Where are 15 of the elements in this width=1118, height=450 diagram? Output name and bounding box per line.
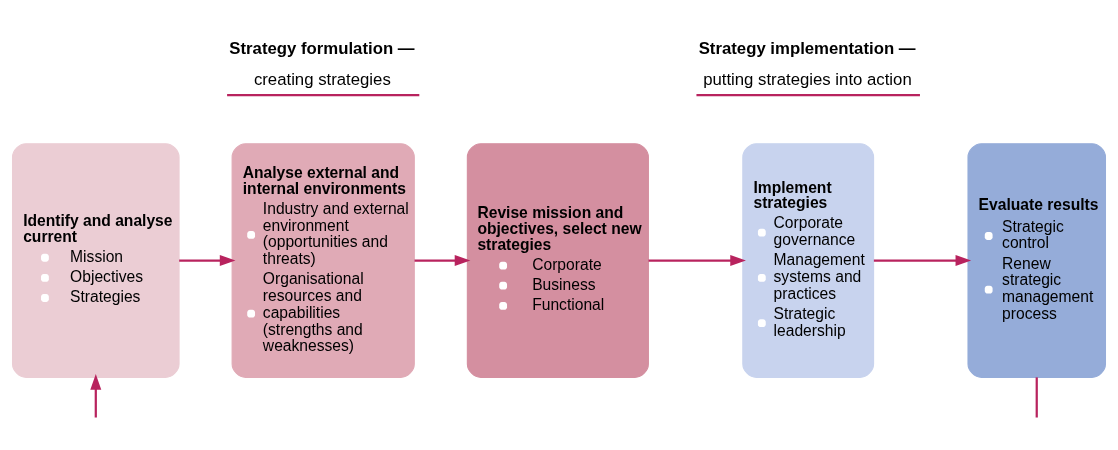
node-box: Evaluate results Strategic control Renew strategic management process [967, 143, 1106, 378]
label: Strategy implementation — [698, 38, 916, 58]
node-box: Revise mission and objectives, select new strategies Corporate Business Functional [466, 143, 649, 378]
arrow [179, 255, 236, 267]
arrow [90, 373, 102, 418]
label: creating strategies [253, 70, 391, 90]
node-box: Identify and analyse current Mission Objectives Strategies [11, 143, 180, 378]
node-box: Analyse external and internal environments Industry and external environment (opportunities and threats) Organisational resources and capabilities (strengths and weaknesses) [231, 143, 415, 378]
arrow [648, 255, 746, 267]
label: Strategy formulation — [229, 38, 415, 58]
connector [1035, 377, 1038, 418]
arrow [873, 255, 972, 267]
arrow [414, 255, 471, 267]
label: putting strategies into action [703, 70, 912, 90]
node-box: Implement strategies Corporate governance Management systems and practices Strategic leadership [742, 143, 875, 378]
